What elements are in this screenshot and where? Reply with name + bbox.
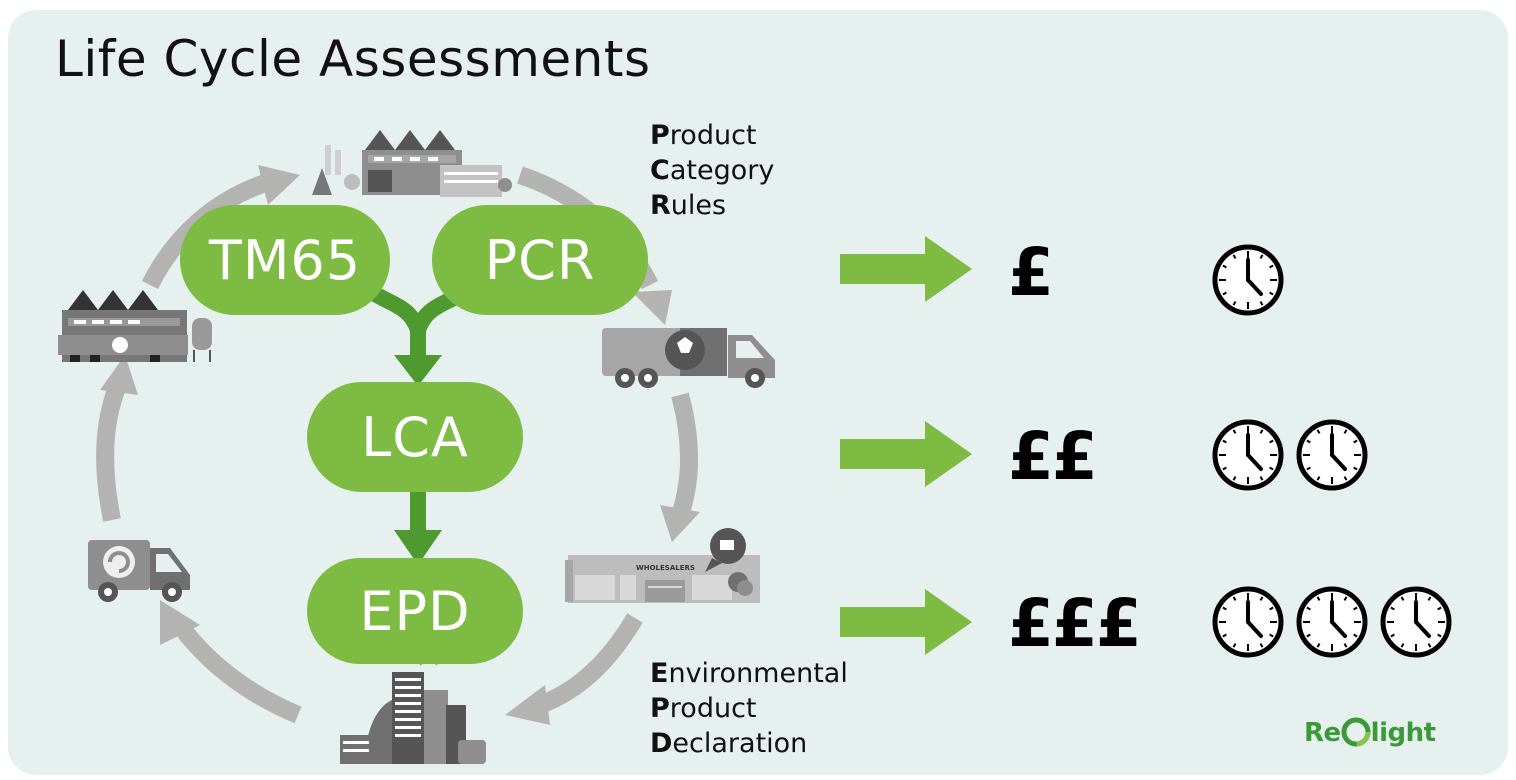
clock-icon xyxy=(1296,419,1368,491)
flow-arrow-to-epd xyxy=(394,530,442,565)
city-buildings-icon xyxy=(340,659,486,764)
clock-icon xyxy=(1212,586,1284,658)
recolight-logo: ReClight xyxy=(1304,718,1436,748)
right-arrow-icon xyxy=(840,421,972,487)
recycling-factory-icon xyxy=(58,290,212,362)
logo-ring-icon xyxy=(1341,717,1371,747)
cycle-arrow-right xyxy=(660,392,700,542)
acronym-line: Rules xyxy=(650,190,727,221)
truck-icon xyxy=(602,328,775,388)
node-lca: LCA xyxy=(307,382,523,492)
wholesaler-sign: WHOLESALERS xyxy=(636,564,695,572)
node-tm65: TM65 xyxy=(180,205,390,315)
pcr-acronym: Product Category Rules xyxy=(650,118,774,223)
right-arrow-icon xyxy=(840,589,972,655)
right-arrow-icon xyxy=(840,236,972,302)
clock-icon xyxy=(1212,419,1284,491)
acronym-line: Product xyxy=(650,120,757,151)
factory-icon xyxy=(312,130,512,197)
tier-arrows xyxy=(840,236,972,655)
clock-group xyxy=(1212,244,1452,658)
acronym-line: Environmental xyxy=(650,658,848,689)
cost-tier-1: £ xyxy=(1008,234,1054,311)
flow-arrow-to-lca xyxy=(394,355,442,386)
acronym-line: Product xyxy=(650,693,757,724)
epd-acronym: Environmental Product Declaration xyxy=(650,656,848,761)
acronym-line: Category xyxy=(650,155,775,186)
clock-icon xyxy=(1212,244,1284,316)
cost-tier-3: £££ xyxy=(1008,585,1142,662)
cost-tier-2: ££ xyxy=(1008,418,1098,495)
clock-icon xyxy=(1296,586,1368,658)
cycle-arrow-bottom-right xyxy=(505,613,643,725)
acronym-line: Declaration xyxy=(650,728,808,759)
recycling-truck-icon xyxy=(88,540,190,602)
page-title: Life Cycle Assessments xyxy=(55,30,651,88)
node-pcr: PCR xyxy=(432,205,648,315)
cycle-arrow-left xyxy=(96,355,138,522)
cycle-arrow-bottom-left xyxy=(160,600,302,724)
node-epd: EPD xyxy=(307,558,523,664)
wholesaler-store-icon: WHOLESALERS xyxy=(565,528,760,603)
clock-icon xyxy=(1380,586,1452,658)
